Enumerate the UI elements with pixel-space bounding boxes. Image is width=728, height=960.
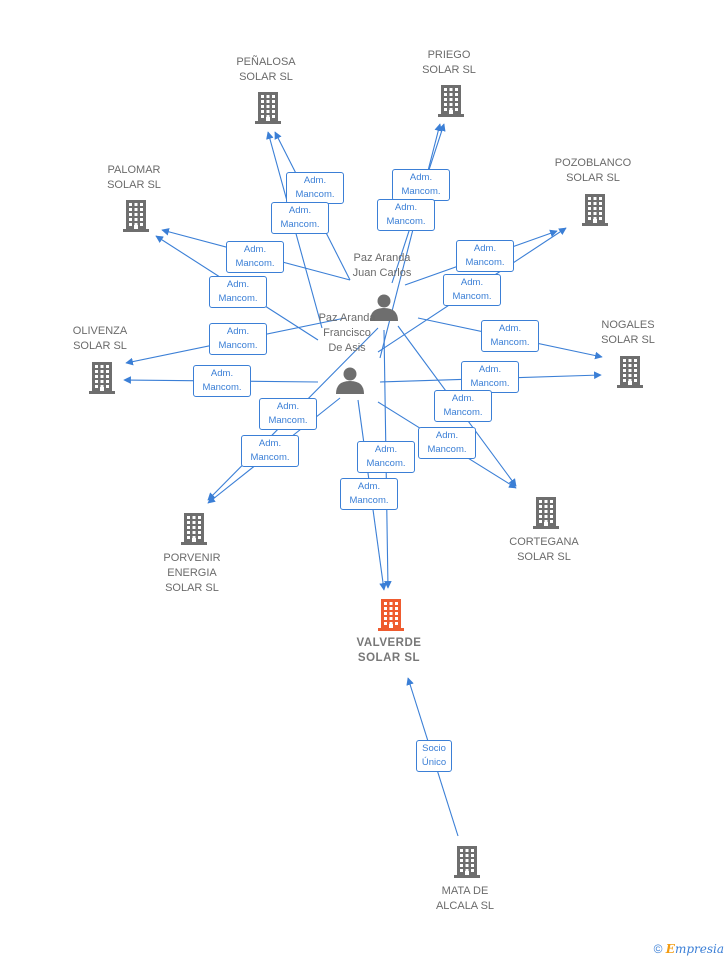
brand-logo: Empresia (665, 942, 724, 956)
person-icon[interactable] (370, 294, 398, 322)
edge-label[interactable]: Adm. Mancom. (481, 320, 539, 352)
edge-label[interactable]: Adm. Mancom. (443, 274, 501, 306)
building-icon[interactable] (582, 194, 608, 226)
edge-francisco-priego (379, 123, 443, 359)
watermark: © Empresia (654, 942, 724, 956)
building-icon[interactable] (438, 85, 464, 117)
building-icon[interactable] (181, 513, 207, 545)
edge-label[interactable]: Adm. Mancom. (193, 365, 251, 397)
edge-label[interactable]: Adm. Mancom. (340, 478, 398, 510)
edge-label[interactable]: Adm. Mancom. (461, 361, 519, 393)
copyright-symbol: © (653, 942, 663, 956)
building-icon[interactable] (454, 846, 480, 878)
node-label-cortegana[interactable]: CORTEGANA SOLAR SL (509, 536, 579, 563)
edge-label[interactable]: Adm. Mancom. (209, 276, 267, 308)
edge-label[interactable]: Adm. Mancom. (392, 169, 450, 201)
building-icon[interactable] (89, 362, 115, 394)
building-icon[interactable] (123, 200, 149, 232)
node-label-priego[interactable]: PRIEGO SOLAR SL (422, 49, 476, 76)
edge-label[interactable]: Adm. Mancom. (271, 202, 329, 234)
node-label-mata[interactable]: MATA DE ALCALA SL (435, 885, 495, 912)
person-icon[interactable] (336, 367, 364, 395)
edge-label[interactable]: Adm. Mancom. (286, 172, 344, 204)
node-label-olivenza[interactable]: OLIVENZA SOLAR SL (72, 325, 128, 352)
node-label-valverde[interactable]: VALVERDE SOLAR SL (356, 637, 422, 664)
node-label-palomar[interactable]: PALOMAR SOLAR SL (107, 164, 161, 191)
edge-label[interactable]: Socio Único (416, 740, 452, 772)
edge-label[interactable]: Adm. Mancom. (226, 241, 284, 273)
edge-label[interactable]: Adm. Mancom. (357, 441, 415, 473)
edge-label[interactable]: Adm. Mancom. (259, 398, 317, 430)
node-label-pozoblanco[interactable]: POZOBLANCO SOLAR SL (554, 157, 632, 184)
node-label-porvenir[interactable]: PORVENIR ENERGIA SOLAR SL (163, 552, 221, 594)
edge-label[interactable]: Adm. Mancom. (434, 390, 492, 422)
building-icon[interactable] (533, 497, 559, 529)
node-label-nogales[interactable]: NOGALES SOLAR SL (601, 319, 655, 346)
edge-label[interactable]: Adm. Mancom. (456, 240, 514, 272)
building-icon[interactable] (378, 599, 404, 631)
building-icon[interactable] (255, 92, 281, 124)
node-label-penalosa[interactable]: PEÑALOSA SOLAR SL (236, 56, 296, 83)
node-label-juancarlos[interactable]: Paz Aranda Juan Carlos (352, 252, 412, 279)
edge-label[interactable]: Adm. Mancom. (209, 323, 267, 355)
edge-label[interactable]: Adm. Mancom. (418, 427, 476, 459)
node-label-francisco[interactable]: Paz Aranda Francisco De Asis (318, 312, 376, 354)
edge-label[interactable]: Adm. Mancom. (241, 435, 299, 467)
building-icon[interactable] (617, 356, 643, 388)
edge-label[interactable]: Adm. Mancom. (377, 199, 435, 231)
